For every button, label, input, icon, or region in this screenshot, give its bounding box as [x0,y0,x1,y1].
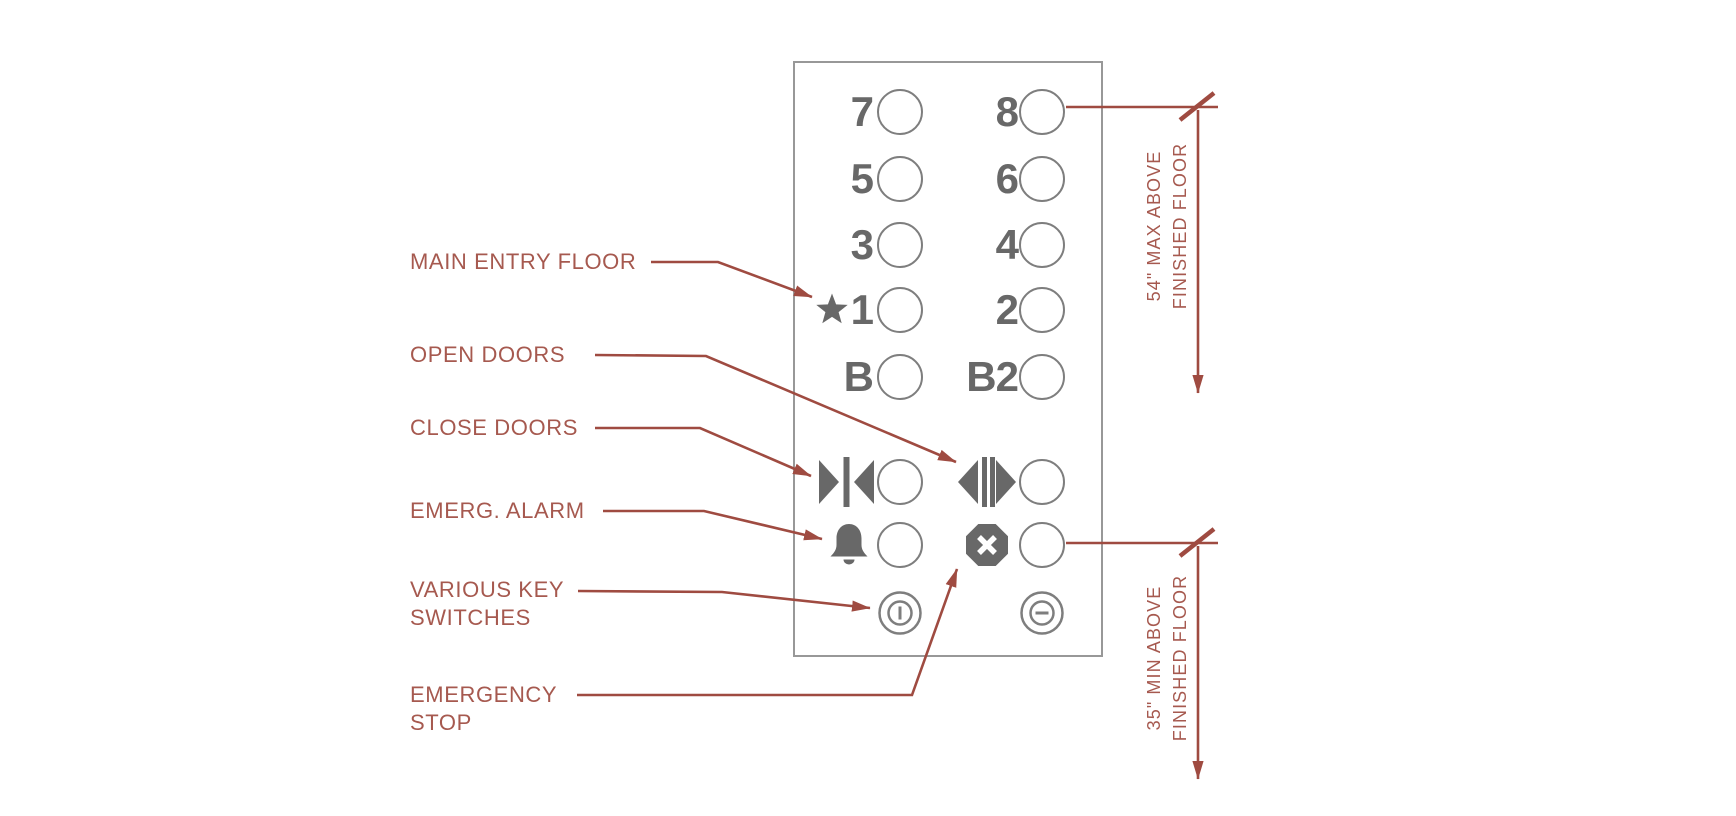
callout-emergency-stop-line1: EMERGENCY [410,682,558,707]
door-open-button [1019,459,1065,505]
callout-open-doors: OPEN DOORS [410,341,565,369]
floor-button-3 [877,222,923,268]
callout-emergency-stop: EMERGENCY STOP [410,681,557,737]
dimension-35-min-label: 35" MIN ABOVE FINISHED FLOOR [1141,553,1193,763]
floor-label-8: 8 [995,88,1019,135]
callout-emerg-alarm-text: EMERG. ALARM [410,498,585,523]
callout-close-doors: CLOSE DOORS [410,414,578,442]
floor-label-4: 4 [995,221,1019,268]
floor-button-7 [877,89,923,135]
dimension-35-line1: 35" MIN ABOVE [1144,585,1164,731]
floor-button-4 [1019,222,1065,268]
floor-label-5: 5 [850,155,874,202]
callout-main-entry-floor-text: MAIN ENTRY FLOOR [410,249,637,274]
car-control-panel: 7 8 5 6 3 4 1 2 B B2 [793,61,1103,657]
dimension-54-max-label: 54" MAX ABOVE FINISHED FLOOR [1141,121,1193,331]
floor-label-1: 1 [755,286,874,333]
floor-button-6 [1019,156,1065,202]
door-close-button [877,459,923,505]
callout-emergency-stop-line2: STOP [410,710,472,735]
callout-various-key-switches: VARIOUS KEY SWITCHES [410,576,564,632]
floor-button-5 [877,156,923,202]
door-open-icon [958,457,1016,507]
floor-label-B: B [843,353,874,400]
floor-button-1 [877,287,923,333]
dimension-54-line2: FINISHED FLOOR [1170,142,1190,310]
floor-button-2 [1019,287,1065,333]
callout-open-doors-text: OPEN DOORS [410,342,566,367]
alarm-button [877,522,923,568]
floor-button-B2 [1019,354,1065,400]
key-switch-vertical-icon [878,591,922,635]
callout-various-key-line2: SWITCHES [410,605,531,630]
dimension-54-line1: 54" MAX ABOVE [1144,150,1164,302]
callout-close-doors-text: CLOSE DOORS [410,415,578,440]
bell-icon [830,524,868,565]
floor-label-3: 3 [850,221,874,268]
dimension-35-line2: FINISHED FLOOR [1170,574,1190,742]
floor-label-6: 6 [995,155,1019,202]
callout-emerg-alarm: EMERG. ALARM [410,497,585,525]
dimension-54-tick [1178,91,1216,122]
floor-label-2: 2 [995,286,1019,333]
star-icon [815,293,848,324]
leader-emerg-alarm [603,509,823,541]
floor-button-B [877,354,923,400]
dimension-35-tick [1178,527,1216,558]
floor-label-B2: B2 [966,353,1019,400]
key-switch-horizontal-icon [1020,591,1064,635]
stop-octagon-x-icon [966,524,1008,566]
callout-main-entry-floor: MAIN ENTRY FLOOR [410,248,636,276]
floor-button-8 [1019,89,1065,135]
emergency-stop-button [1019,522,1065,568]
leader-close-doors [595,426,812,478]
floor-label-7: 7 [850,88,874,135]
floor-label-1-text: 1 [850,286,874,333]
door-close-icon [819,457,874,507]
callout-various-key-line1: VARIOUS KEY [410,577,565,602]
